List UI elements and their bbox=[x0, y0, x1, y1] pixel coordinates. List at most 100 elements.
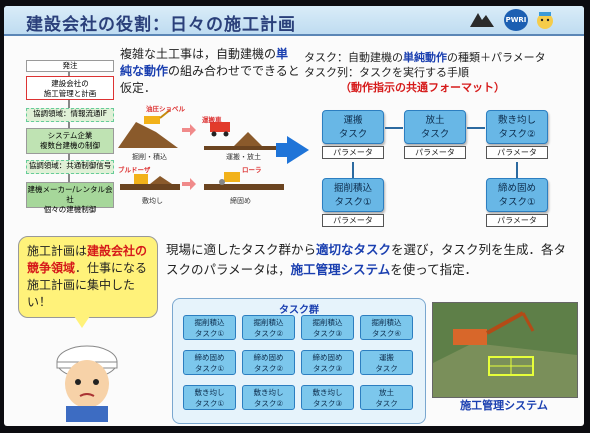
task-selection-text: 現場に適したタスク群から適切なタスクを選び，タスク列を生成．各タスクのパラメータ… bbox=[166, 240, 576, 280]
task-chip-line: 締め固め bbox=[194, 353, 225, 362]
tag-dump: 運搬車 bbox=[202, 116, 222, 124]
select-pre: 現場に適したタスク群から bbox=[166, 242, 317, 257]
task-chip[interactable]: 掘削積込タスク① bbox=[183, 315, 236, 340]
task-chip-line: タスク④ bbox=[371, 329, 402, 338]
task-chip-line: タスク③ bbox=[312, 399, 343, 408]
task-chip[interactable]: 運搬タスク bbox=[360, 350, 413, 375]
task-dumping-l1: 放土 bbox=[425, 115, 445, 126]
flow-interface-b: 協調領域：共通制御信号 bbox=[26, 160, 114, 174]
flow-interface-a: 協調領域：情報流通IF bbox=[26, 108, 114, 122]
task-chip[interactable]: 掘削積込タスク③ bbox=[301, 315, 354, 340]
tag-roller: ローラ bbox=[242, 166, 262, 174]
dump-truck-icon bbox=[210, 122, 230, 132]
task-chip-line: タスク② bbox=[253, 329, 284, 338]
task-chip-line: タスク① bbox=[194, 364, 225, 373]
task-chip[interactable]: 敷き均しタスク① bbox=[183, 385, 236, 410]
flow-mfr-line2: 個々の建機制御 bbox=[43, 205, 97, 214]
flow-arrow bbox=[68, 100, 70, 108]
sequence-arrow bbox=[516, 162, 518, 178]
task-chip[interactable]: 締め固めタスク① bbox=[183, 350, 236, 375]
task-chip-line: 掘削積込 bbox=[253, 318, 284, 327]
param-transport: パラメータ bbox=[322, 146, 384, 159]
task-excavation: 掘削積込 タスク① bbox=[322, 178, 384, 212]
task-spreading-l1: 敷き均し bbox=[497, 115, 536, 126]
task-excavation-l1: 掘削積込 bbox=[333, 183, 372, 194]
task-chip-line: タスク③ bbox=[312, 364, 343, 373]
param-compaction: パラメータ bbox=[486, 214, 548, 227]
select-post: を使って指定． bbox=[390, 262, 478, 277]
bubble-red: 建設会社の競争領域 bbox=[27, 244, 148, 275]
speech-bubble-tail bbox=[74, 316, 90, 328]
task-definition: タスク：自動建機の単純動作の種類＋パラメータ タスク列：タスクを実行する手順 （… bbox=[304, 50, 579, 95]
task-transport-l1: 運搬 bbox=[343, 115, 363, 126]
big-arrow-icon bbox=[287, 136, 309, 164]
task-chip[interactable]: 敷き均しタスク③ bbox=[301, 385, 354, 410]
flow-sys-line2: 複数台建機の制御 bbox=[40, 141, 100, 150]
ctx-highlight: 単純な動作 bbox=[120, 47, 289, 78]
task-compaction-l1: 締め固め bbox=[497, 183, 536, 194]
excavator-icon bbox=[144, 116, 160, 124]
flow-main-line2: 施工管理と計画 bbox=[43, 89, 97, 98]
arrow-icon bbox=[182, 178, 196, 190]
task-chip[interactable]: 掘削積込タスク④ bbox=[360, 315, 413, 340]
flow-main-line1: 建設会社の bbox=[51, 79, 89, 88]
tag-backhoe: 油圧ショベル bbox=[146, 105, 185, 113]
bubble-pre: 施工計画は bbox=[27, 244, 88, 258]
roller-icon bbox=[224, 172, 240, 182]
task-chip[interactable]: 敷き均しタスク② bbox=[242, 385, 295, 410]
def-l1-hl: 単純動作 bbox=[403, 51, 447, 64]
task-chip-line: タスク① bbox=[194, 329, 225, 338]
select-hl2: 施工管理システム bbox=[290, 262, 391, 277]
def-l1-post: の種類＋パラメータ bbox=[447, 51, 546, 64]
construction-scenes bbox=[118, 109, 284, 190]
task-chip-line: タスク bbox=[375, 364, 398, 373]
flow-system-company: システム企業 複数台建機の制御 bbox=[26, 128, 114, 154]
task-chip-line: 掘削積込 bbox=[194, 318, 225, 327]
task-chip-line: 敷き均し bbox=[312, 388, 343, 397]
task-chip-line: 放土 bbox=[379, 388, 394, 397]
task-chip-line: 掘削積込 bbox=[312, 318, 343, 327]
param-excavation: パラメータ bbox=[322, 214, 384, 227]
def-l1-pre: タスク：自動建機の bbox=[304, 51, 403, 64]
sequence-arrow bbox=[352, 162, 354, 178]
slide: 建設会社の役割：日々の施工計画 PWRI 発注 建設会社の 施工管理と計画 協調… bbox=[4, 6, 584, 426]
task-chip[interactable]: 締め固めタスク② bbox=[242, 350, 295, 375]
bulldozer-icon bbox=[134, 174, 148, 184]
task-chip[interactable]: 掘削積込タスク② bbox=[242, 315, 295, 340]
scene-label-compaction: 締固め bbox=[230, 197, 251, 205]
sequence-arrow bbox=[467, 127, 485, 129]
def-line3: （動作指示の共通フォーマット） bbox=[340, 81, 505, 94]
task-transport-l2: タスク bbox=[338, 129, 368, 140]
task-excavation-l2: タスク① bbox=[334, 197, 372, 208]
speech-bubble: 施工計画は建設会社の競争領域．仕事になる施工計画に集中したい！ bbox=[18, 236, 158, 318]
flow-sys-line1: システム企業 bbox=[47, 131, 93, 140]
task-chip-line: 運搬 bbox=[379, 353, 394, 362]
task-dumping-l2: タスク bbox=[420, 129, 450, 140]
task-chip-line: 掘削積込 bbox=[371, 318, 402, 327]
ctx-pre: 複雑な土工事は，自動建機の bbox=[120, 47, 277, 61]
task-chip-line: タスク① bbox=[194, 399, 225, 408]
slide-title: 建設会社の役割：日々の施工計画 bbox=[26, 15, 296, 35]
select-mid: を選び，タスク列を生成．各タスクのパラメータは， bbox=[166, 242, 567, 277]
dump-pile-icon bbox=[234, 132, 262, 146]
big-arrow-stem bbox=[276, 143, 288, 157]
slide-header: 建設会社の役割：日々の施工計画 PWRI bbox=[4, 6, 584, 36]
task-dumping: 放土 タスク bbox=[404, 110, 466, 144]
construction-system-photo bbox=[432, 302, 578, 398]
photo-caption: 施工管理システム bbox=[460, 399, 548, 412]
task-chip-line: タスク② bbox=[253, 399, 284, 408]
excavator-model-icon bbox=[453, 329, 487, 345]
flow-arrow bbox=[68, 154, 70, 160]
arrow-icon bbox=[182, 124, 196, 136]
task-chip[interactable]: 締め固めタスク③ bbox=[301, 350, 354, 375]
flow-manufacturer: 建機メーカー/レンタル会社 個々の建機制御 bbox=[26, 182, 114, 214]
scene-label-dumping: 運搬・放土 bbox=[226, 153, 261, 161]
flow-order: 発注 bbox=[26, 60, 114, 72]
task-chip[interactable]: 放土タスク bbox=[360, 385, 413, 410]
bottom-panel: 施工計画は建設会社の競争領域．仕事になる施工計画に集中したい！ 現場に適したタス… bbox=[4, 232, 584, 426]
def-line2: タスク列：タスクを実行する手順 bbox=[304, 66, 469, 79]
task-chip-line: タスク③ bbox=[312, 329, 343, 338]
task-chip-line: 敷き均し bbox=[194, 388, 225, 397]
sequence-arrow bbox=[385, 127, 403, 129]
task-spreading-l2: タスク② bbox=[498, 129, 536, 140]
